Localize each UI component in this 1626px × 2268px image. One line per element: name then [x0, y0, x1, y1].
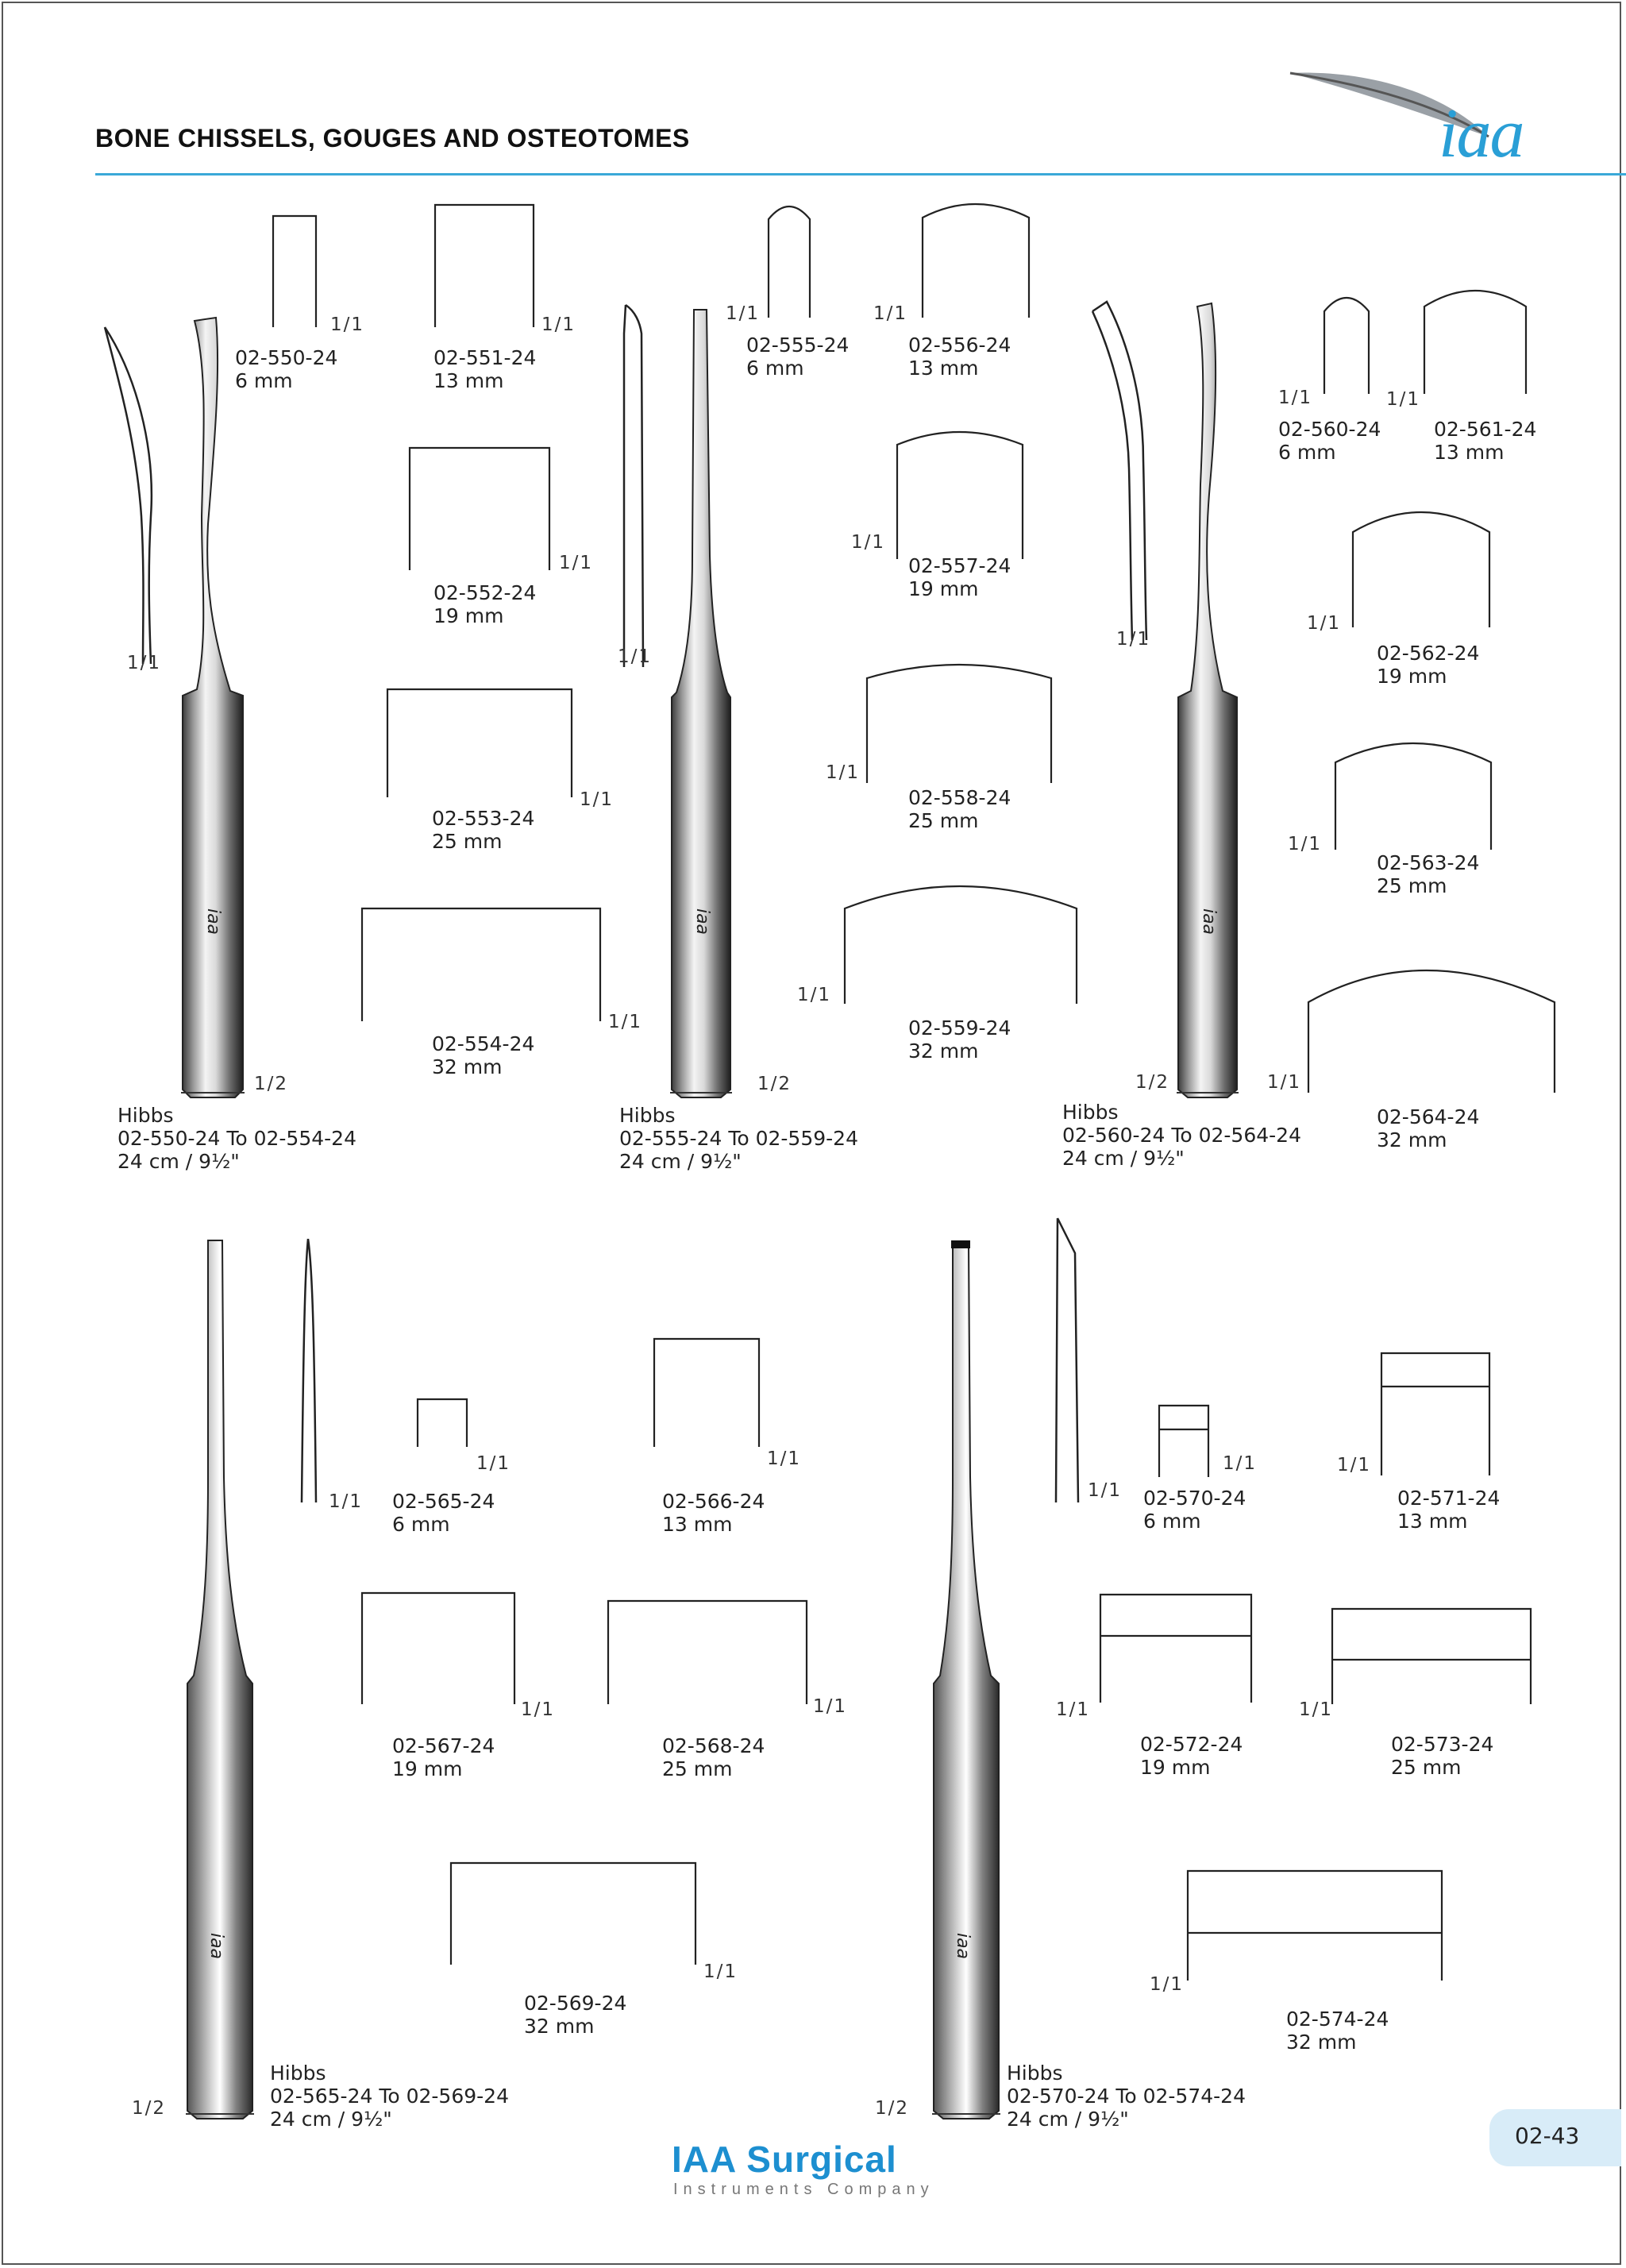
scale-label: 1/1 [1288, 834, 1323, 854]
handle-mark-2: iaa [692, 908, 713, 935]
scale-label: 1/1 [1307, 613, 1342, 634]
blade-profiles-col3 [1307, 289, 1556, 1093]
scale-label: 1/1 [1386, 389, 1421, 410]
scale-label: 1/1 [330, 314, 365, 335]
page-number-badge [1489, 2109, 1621, 2166]
scale-label: 1/1 [703, 1961, 738, 1982]
scale-label: 1/1 [476, 1453, 511, 1474]
scale-label: 1/1 [541, 314, 576, 335]
handle-mark-4: iaa [206, 1932, 227, 1960]
handle-mark-3: iaa [1199, 908, 1220, 935]
scale-label: 1/1 [873, 303, 908, 324]
scale-label: 1/2 [132, 2098, 167, 2119]
scale-label: 1/1 [1278, 388, 1313, 408]
header-rule [95, 173, 1626, 176]
scale-label: 1/1 [1088, 1480, 1123, 1501]
gouge-instrument-2 [622, 303, 732, 1098]
scale-label: 1/1 [1116, 629, 1151, 650]
scale-label: 1/1 [1150, 1974, 1185, 1995]
blade-profiles-col1 [272, 203, 602, 1021]
scale-label: 1/1 [726, 303, 761, 324]
gouge-instrument-3 [1091, 300, 1239, 1098]
handle-mark-5: iaa [953, 1932, 973, 1960]
footer-subtitle: Instruments Company [673, 2181, 934, 2198]
scale-label: 1/1 [127, 653, 162, 673]
scale-label: 1/1 [767, 1448, 802, 1469]
brand-logo-text: iaa [1439, 95, 1524, 172]
scale-label: 1/1 [521, 1699, 556, 1720]
scale-label: 1/1 [580, 789, 615, 810]
scale-label: 1/1 [1267, 1072, 1302, 1093]
handle-mark-1: iaa [203, 908, 224, 935]
scale-label: 1/1 [1337, 1455, 1372, 1475]
osteotome-instrument-5 [932, 1217, 1080, 2120]
scale-label: 1/1 [1299, 1699, 1334, 1720]
scale-label: 1/1 [813, 1696, 848, 1717]
scale-label: 1/1 [826, 762, 861, 783]
page-number: 02-43 [1515, 2123, 1580, 2149]
osteotome-instrument-4 [186, 1238, 318, 2120]
scale-label: 1/1 [559, 553, 594, 573]
scale-label: 1/1 [1223, 1453, 1258, 1474]
scale-label: 1/1 [1056, 1699, 1091, 1720]
scale-label: 1/2 [1135, 1072, 1170, 1093]
scale-label: 1/1 [329, 1491, 364, 1512]
scale-label: 1/2 [254, 1074, 289, 1094]
scale-label: 1/2 [757, 1074, 792, 1094]
footer-brand: IAA Surgical [672, 2139, 897, 2180]
blade-profiles-col2 [767, 203, 1078, 1004]
scale-label: 1/1 [618, 646, 653, 667]
scale-label: 1/1 [851, 532, 886, 553]
feather-logo-icon [1289, 71, 1489, 138]
scale-label: 1/1 [797, 985, 832, 1005]
chisel-instrument-1 [103, 316, 245, 1098]
page-title: BONE CHISSELS, GOUGES AND OSTEOTOMES [95, 124, 690, 152]
blade-profiles-lower-right [1099, 1352, 1532, 1981]
scale-label: 1/2 [875, 2098, 910, 2119]
blade-profiles-lower-left [360, 1337, 808, 1965]
scale-label: 1/1 [608, 1012, 643, 1032]
